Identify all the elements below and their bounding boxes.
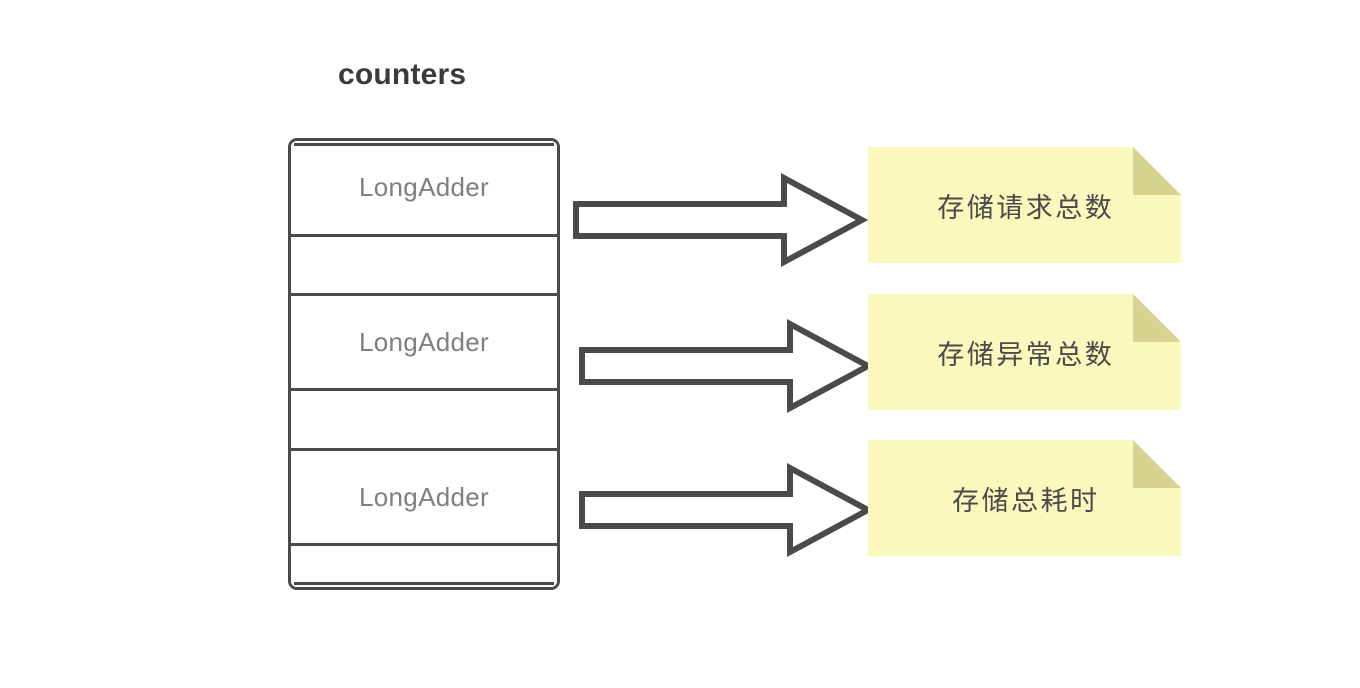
table-top-rail: [294, 143, 554, 146]
sticky-note-3: 存储总耗时: [868, 440, 1181, 556]
sticky-note-2: 存储异常总数: [868, 294, 1181, 410]
table-bottom-rail: [294, 582, 554, 585]
row-label-longadder-2: LongAdder: [359, 327, 489, 358]
table-row: [291, 546, 557, 587]
sticky-note-1: 存储请求总数: [868, 147, 1181, 263]
row-label-longadder-1: LongAdder: [359, 172, 489, 203]
counters-table-body: LongAdder LongAdder LongAdder: [291, 141, 557, 587]
counters-table: LongAdder LongAdder LongAdder: [288, 138, 560, 590]
sticky-note-label-2: 存储异常总数: [937, 339, 1115, 371]
table-row: [291, 236, 557, 296]
table-row: LongAdder: [291, 450, 557, 547]
table-row: LongAdder: [291, 141, 557, 237]
arrow-right-icon-2: [578, 318, 874, 414]
row-label-longadder-3: LongAdder: [359, 481, 489, 512]
page-title: counters: [338, 58, 467, 91]
arrow-right-icon-3: [578, 462, 874, 558]
sticky-note-label-1: 存储请求总数: [937, 192, 1115, 224]
table-row: [291, 391, 557, 451]
table-row: LongAdder: [291, 295, 557, 392]
sticky-note-label-3: 存储总耗时: [952, 485, 1100, 517]
arrow-right-icon-1: [572, 172, 868, 268]
